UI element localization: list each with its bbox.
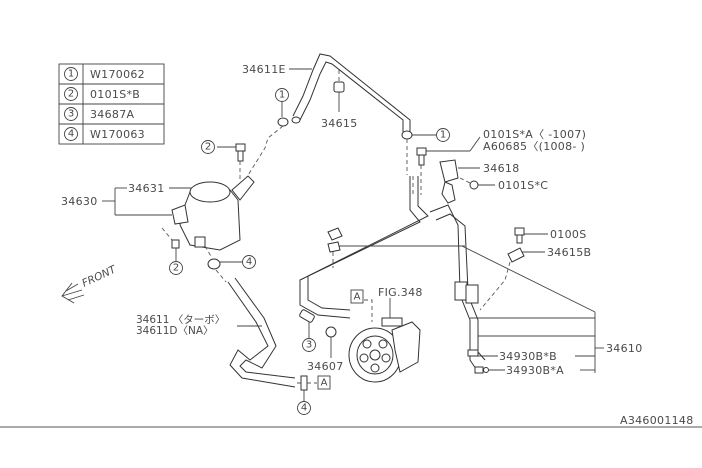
legend-row: 3 34687A — [64, 107, 134, 121]
legend-num: 1 — [68, 69, 74, 80]
ref-circle-2: 2 — [173, 263, 179, 274]
bolt-2-upper: 2 — [201, 140, 246, 180]
ref-box-a: A — [321, 378, 328, 389]
legend-row: 1 W170062 — [64, 67, 145, 81]
label-34611-turbo: 34611 〈ターボ〉 — [136, 314, 225, 326]
clamp-4-lower: A 4 — [297, 375, 331, 415]
pressure-pipe — [299, 176, 604, 373]
legend-part: W170062 — [90, 68, 145, 81]
front-label: FRONT — [80, 263, 119, 290]
label-34610: 34610 — [606, 342, 643, 355]
bolt-0101S-A — [416, 136, 481, 195]
label-fig348: FIG.348 — [378, 286, 423, 299]
label-34611D-na: 34611D〈NA〉 — [136, 325, 214, 337]
label-0101S-A: 0101S*A〈 -1007) — [483, 128, 586, 141]
bolt-0101S-C — [459, 177, 495, 190]
label-34631: 34631 — [128, 182, 165, 195]
ref-circle-3: 3 — [306, 340, 312, 351]
steering-pump — [348, 298, 421, 383]
clip-34615 — [333, 70, 345, 112]
ref-circle-1: 1 — [279, 90, 285, 101]
ref-circle-2: 2 — [205, 142, 211, 153]
oring-34930B-A — [474, 366, 595, 374]
label-A60685: A60685〈(1008- ) — [483, 140, 585, 153]
oring-34930B-B — [467, 349, 595, 357]
legend-table: 1 W170062 2 0101S*B 3 34687A 4 W170063 — [58, 63, 165, 145]
label-34930B-A: 34930B*A — [506, 364, 564, 377]
label-34618: 34618 — [483, 162, 520, 175]
label-34930B-B: 34930B*B — [499, 350, 557, 363]
label-34615B: 34615B — [547, 246, 591, 259]
ref-circle-4: 4 — [301, 403, 307, 414]
clip-34615B — [479, 247, 545, 311]
clamp-1-left: 1 — [244, 88, 289, 181]
label-34615: 34615 — [321, 117, 358, 130]
ref-circle-1: 1 — [440, 130, 446, 141]
legend-num: 2 — [68, 89, 74, 100]
legend-part: W170063 — [90, 128, 145, 141]
legend-row: 4 W170063 — [64, 127, 145, 141]
upper-hose — [291, 53, 411, 132]
legend-part: 34687A — [90, 108, 134, 121]
label-34607: 34607 — [307, 360, 344, 373]
ref-box-a — [350, 289, 364, 304]
bolt-0100S — [514, 227, 548, 244]
legend-num: 3 — [68, 109, 74, 120]
bracket-34618 — [439, 159, 480, 204]
label-0100S: 0100S — [550, 228, 586, 241]
clamp-34607 — [325, 326, 337, 358]
lower-hose — [227, 277, 296, 388]
ref-box-a-text: A — [354, 292, 361, 303]
label-34611E: 34611E — [242, 63, 286, 76]
legend-part: 0101S*B — [90, 88, 140, 101]
reservoir-tank — [171, 175, 255, 251]
legend-row: 2 0101S*B — [64, 87, 140, 101]
hose-clip — [327, 227, 343, 268]
ref-circle-4: 4 — [246, 257, 252, 268]
clamp-4-upper: 4 — [204, 245, 256, 283]
bolt-2-lower: 2 — [161, 227, 183, 275]
front-arrow: FRONT — [61, 263, 119, 304]
label-34630: 34630 — [61, 195, 98, 208]
diagram-id: A346001148 — [620, 414, 694, 427]
clamp-3: 3 — [299, 309, 316, 352]
clamp-1-right: 1 — [401, 128, 450, 175]
label-0101S-C: 0101S*C — [498, 179, 548, 192]
legend-num: 4 — [68, 129, 74, 140]
